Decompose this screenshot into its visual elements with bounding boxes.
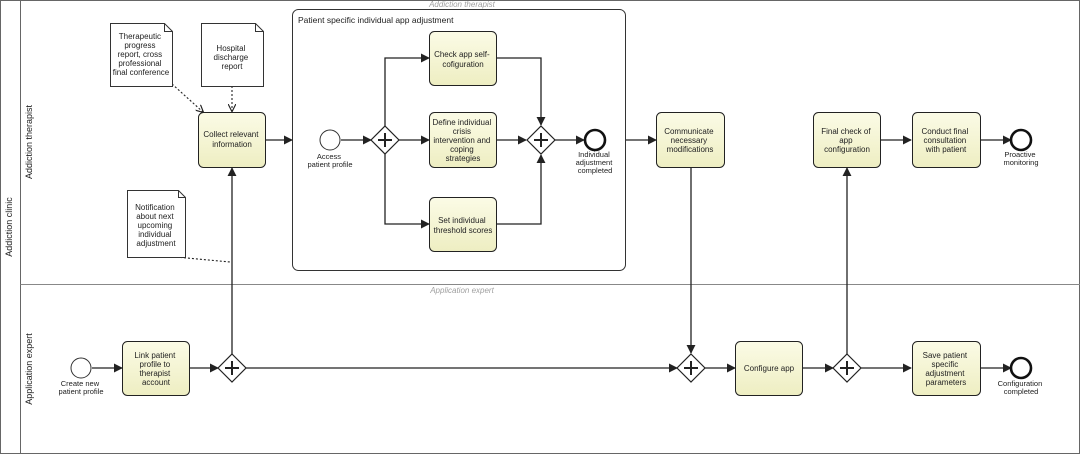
task-link-patient-profile[interactable]: Link patient profile to therapist accoun… <box>122 341 190 396</box>
subprocess-title: Patient specific individual app adjustme… <box>298 15 454 25</box>
task-define-crisis-strategies-label: Define individual crisis intervention an… <box>433 118 494 163</box>
end-event-configuration-completed[interactable]: Configuration completed <box>998 356 1045 396</box>
start-event-create-profile-label: Create new patient profile <box>58 379 103 396</box>
task-communicate-modifications-label: Communicate necessary modifications <box>664 127 716 154</box>
task-collect-information-label: Collect relevant information <box>203 130 260 149</box>
artifact-discharge-report-text: Hospital discharge report <box>214 44 251 71</box>
task-final-consultation-label: Conduct final consultation with patient <box>922 127 971 154</box>
artifact-progress-report-text: Therapeutic progress report, cross profe… <box>113 32 170 77</box>
gateway-split-subprocess[interactable] <box>370 125 400 155</box>
start-event-access-profile[interactable]: Access patient profile <box>307 129 353 169</box>
task-collect-information[interactable]: Collect relevant information <box>198 112 266 168</box>
end-event-proactive-monitoring-label: Proactive monitoring <box>1003 150 1038 167</box>
lane-label-therapist: Addiction therapist <box>24 104 34 179</box>
task-save-adjustment-parameters[interactable]: Save patient specific adjustment paramet… <box>912 341 981 396</box>
task-save-adjustment-parameters-label: Save patient specific adjustment paramet… <box>923 351 970 387</box>
task-final-check-configuration-label: Final check of app configuration <box>821 127 873 154</box>
end-event-proactive-monitoring[interactable]: Proactive monitoring <box>1003 128 1039 167</box>
task-set-threshold-scores-label: Set individual threshold scores <box>434 216 493 235</box>
gateway-join-configure[interactable] <box>676 353 706 383</box>
end-event-configuration-completed-label: Configuration completed <box>998 379 1045 396</box>
task-configure-app-label: Configure app <box>744 364 795 373</box>
artifact-notification-text: Notification about next upcoming individ… <box>135 203 177 248</box>
sequence-flows <box>92 53 1012 373</box>
lane-header-expert: Application expert <box>429 286 494 295</box>
end-event-adjustment-completed[interactable]: Individual adjustment completed <box>576 128 615 175</box>
task-link-patient-profile-label: Link patient profile to therapist accoun… <box>134 351 177 387</box>
task-final-check-configuration[interactable]: Final check of app configuration <box>813 112 881 168</box>
end-event-adjustment-completed-label: Individual adjustment completed <box>576 150 615 175</box>
task-check-app-configuration-label: Check app self- cofiguration <box>434 50 492 69</box>
task-define-crisis-strategies[interactable]: Define individual crisis intervention an… <box>429 112 497 168</box>
lane-label-expert: Application expert <box>24 333 34 405</box>
gateway-split-final[interactable] <box>832 353 862 383</box>
lane-header-therapist: Addiction therapist <box>428 0 496 9</box>
gateway-split-link[interactable] <box>217 353 247 383</box>
task-check-app-configuration[interactable]: Check app self- cofiguration <box>429 31 497 86</box>
start-event-access-profile-label: Access patient profile <box>307 152 352 169</box>
task-final-consultation[interactable]: Conduct final consultation with patient <box>912 112 981 168</box>
artifact-progress-report[interactable]: Therapeutic progress report, cross profe… <box>110 23 173 87</box>
artifact-notification[interactable]: Notification about next upcoming individ… <box>127 190 186 258</box>
pool-label: Addiction clinic <box>4 197 14 257</box>
start-event-create-profile[interactable]: Create new patient profile <box>58 357 104 396</box>
gateway-join-subprocess[interactable] <box>526 125 556 155</box>
task-configure-app[interactable]: Configure app <box>735 341 803 396</box>
artifact-discharge-report[interactable]: Hospital discharge report <box>201 23 264 87</box>
task-communicate-modifications[interactable]: Communicate necessary modifications <box>656 112 725 168</box>
task-set-threshold-scores[interactable]: Set individual threshold scores <box>429 197 497 252</box>
